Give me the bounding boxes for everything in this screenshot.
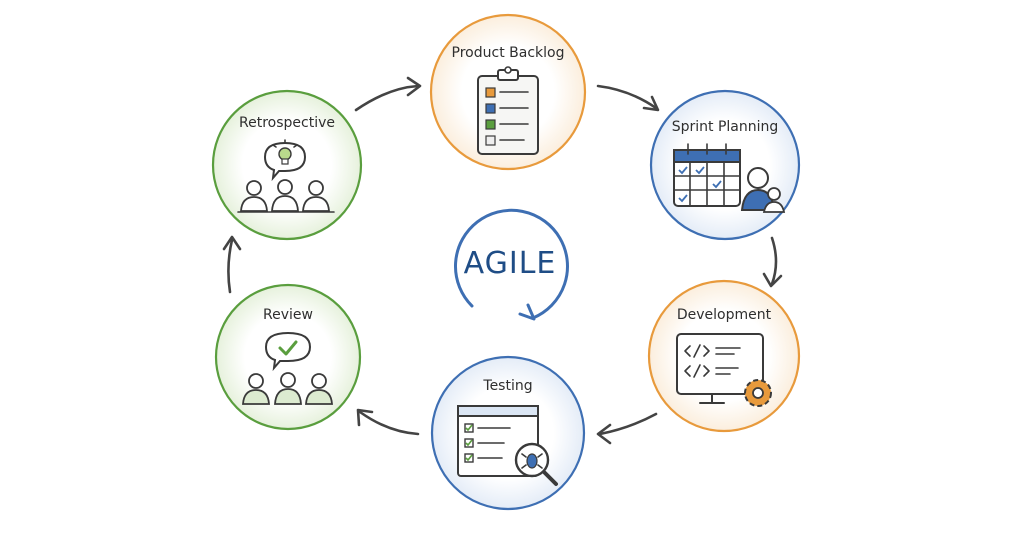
arrow-review-to-retrospective — [222, 235, 242, 294]
stage-label-development: Development — [677, 307, 772, 323]
arrow-testing-to-review — [356, 408, 420, 436]
arrow-development-to-testing — [596, 412, 658, 445]
agile-center: AGILE — [453, 208, 569, 321]
team-checkmark-icon — [242, 331, 333, 405]
stage-testing: Testing — [430, 355, 586, 511]
agile-title: AGILE — [464, 246, 557, 281]
stage-label-testing: Testing — [482, 378, 532, 394]
stage-label-sprint-planning: Sprint Planning — [672, 119, 779, 135]
stage-sprint-planning: Sprint Planning — [649, 89, 801, 241]
stage-development: Development — [647, 279, 801, 433]
cycle-arrows — [222, 76, 783, 445]
calendar-person-icon — [673, 143, 786, 213]
stage-label-retrospective: Retrospective — [239, 115, 335, 131]
bug-search-checklist-icon — [457, 405, 558, 486]
stage-label-product-backlog: Product Backlog — [452, 45, 565, 61]
arrow-backlog-to-planning — [596, 84, 660, 112]
clipboard-checklist-icon — [477, 66, 539, 155]
code-monitor-gear-icon — [676, 333, 772, 407]
agile-loop-arrow — [453, 208, 569, 320]
team-lightbulb-icon — [237, 139, 335, 213]
arrow-retrospective-to-backlog — [354, 76, 422, 112]
arrow-planning-to-development — [762, 236, 783, 288]
stage-review: Review — [214, 283, 362, 431]
stage-product-backlog: Product Backlog — [429, 13, 587, 171]
stage-retrospective: Retrospective — [211, 89, 363, 241]
stage-label-review: Review — [263, 307, 313, 323]
